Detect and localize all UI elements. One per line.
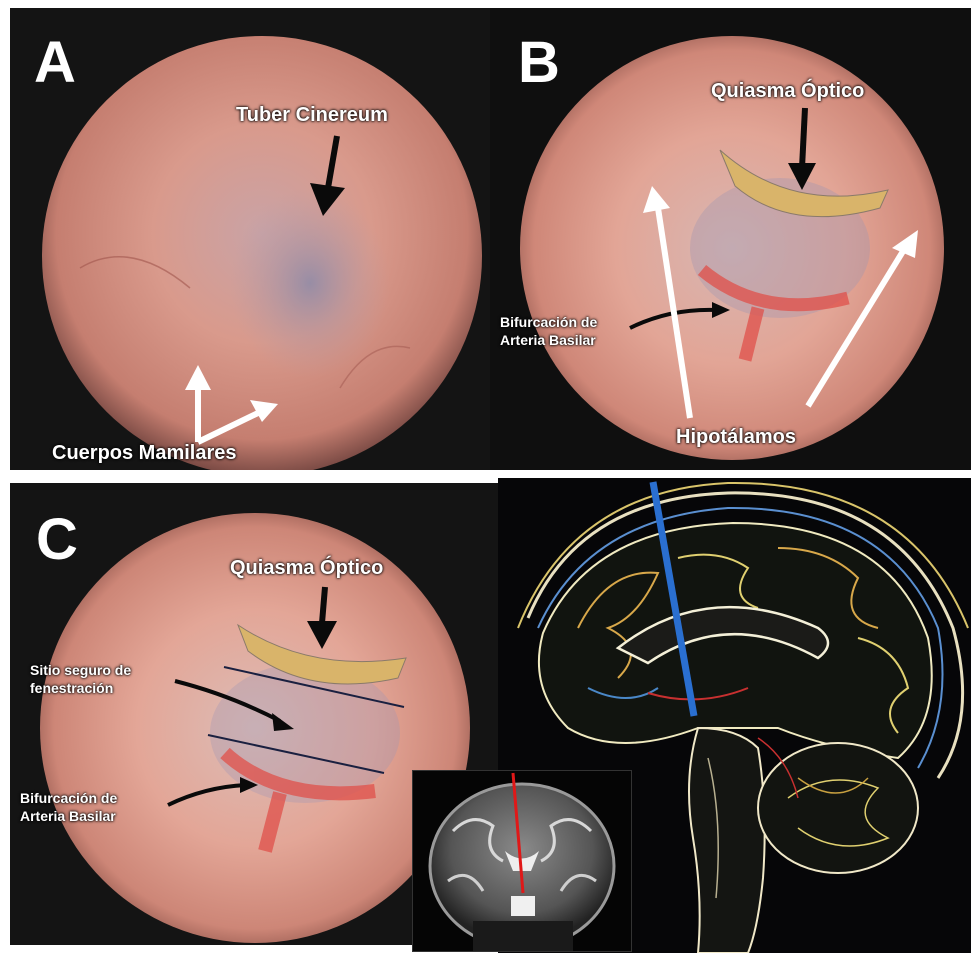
label-quiasma-optico-c: Quiasma Óptico (230, 557, 383, 580)
panel-letter-a: A (34, 34, 76, 92)
endoscope-image-b (490, 8, 971, 470)
coronal-mri-inset (412, 770, 632, 952)
label-cuerpos-mamilares: Cuerpos Mamilares (52, 442, 237, 465)
label-hipotalamos: Hipotálamos (676, 426, 796, 449)
coronal-mri-image (413, 771, 631, 951)
panel-b-endoscopic-view: B Quiasma Óptico Bifurcación de Arteria … (490, 8, 971, 470)
label-quiasma-optico-b: Quiasma Óptico (711, 80, 864, 103)
label-bifurcacion-b: Bifurcación de Arteria Basilar (500, 313, 597, 349)
label-bifurcacion-c: Bifurcación de Arteria Basilar (20, 789, 117, 825)
label-sitio-line1: Sitio seguro de (30, 661, 131, 679)
label-bifurcacion-c-line1: Bifurcación de (20, 789, 117, 807)
label-tuber-cinereum: Tuber Cinereum (236, 104, 388, 127)
endoscope-image-a (10, 8, 490, 470)
panel-letter-c: C (36, 511, 78, 569)
label-bifurcacion-b-line2: Arteria Basilar (500, 331, 597, 349)
label-bifurcacion-b-line1: Bifurcación de (500, 313, 597, 331)
label-sitio-seguro: Sitio seguro de fenestración (30, 661, 131, 697)
label-sitio-line2: fenestración (30, 679, 131, 697)
panel-letter-b: B (518, 34, 560, 92)
label-bifurcacion-c-line2: Arteria Basilar (20, 807, 117, 825)
panel-a-endoscopic-view: A Tuber Cinereum Cuerpos Mamilares (10, 8, 490, 470)
